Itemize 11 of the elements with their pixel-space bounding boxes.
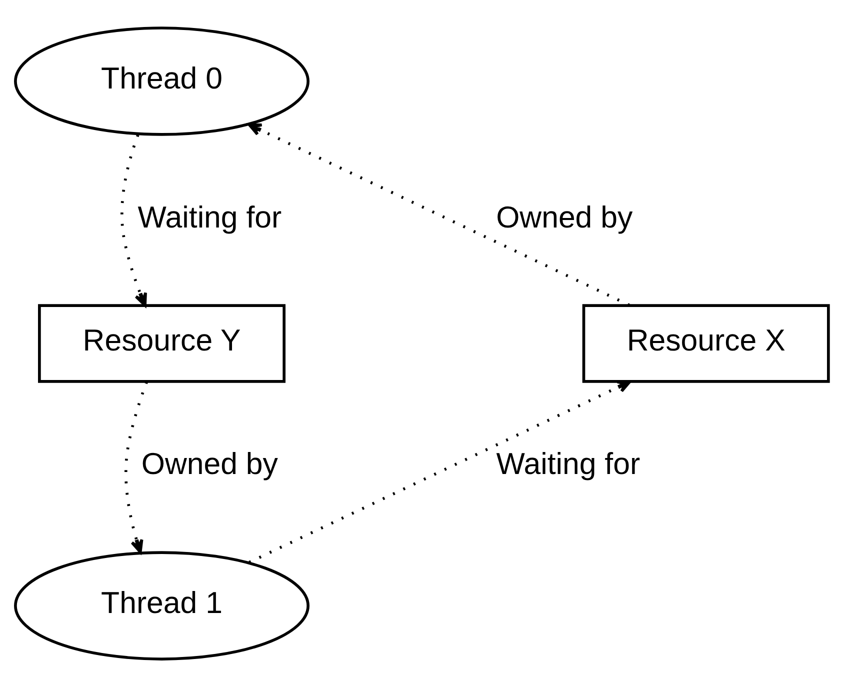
arrow	[248, 122, 630, 306]
edge-label: Owned by	[141, 447, 278, 480]
arrow	[124, 380, 148, 553]
arrow	[248, 380, 632, 564]
edge-label: Waiting for	[138, 200, 282, 234]
edge-label: Waiting for	[496, 447, 640, 480]
node-box: Resource X	[582, 304, 830, 382]
node-box: Resource Y	[38, 304, 286, 382]
node-ellipse: Thread 1	[14, 550, 310, 660]
arrow	[120, 134, 147, 306]
edge-label: Owned by	[496, 200, 633, 234]
